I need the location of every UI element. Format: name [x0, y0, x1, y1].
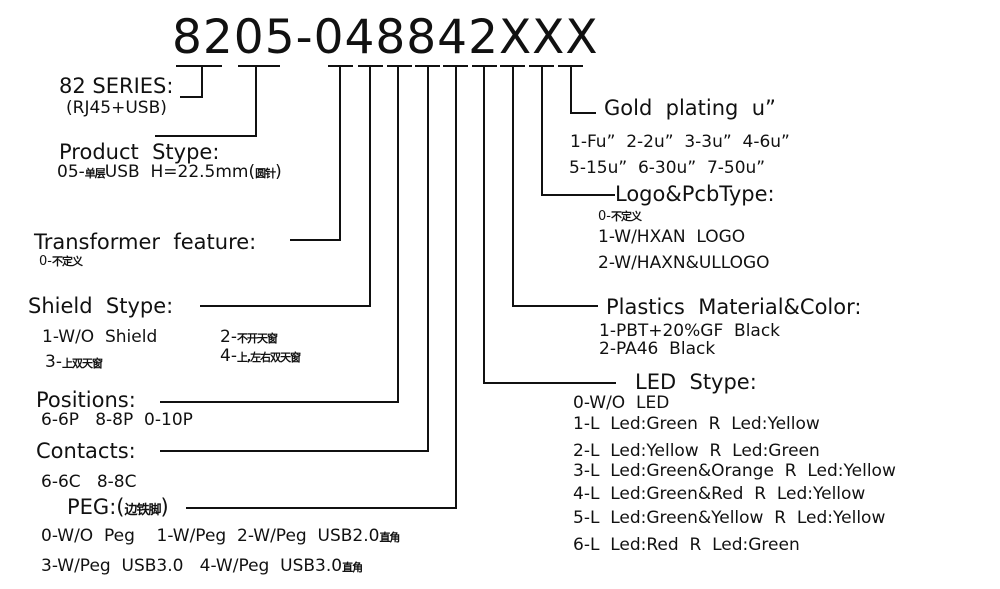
leader-plastics [512, 66, 598, 307]
peg-title-cn: 边铁脚 [124, 503, 161, 518]
shield-title: Shield Stype: [28, 294, 174, 318]
product-type-suffix: ) [275, 162, 282, 182]
logo-pcb-opt0: 0-不定义 [598, 209, 642, 224]
led-title: LED Stype: [635, 370, 757, 394]
transformer-value: 0-不定义 [39, 254, 83, 269]
transformer-cn: 不定义 [51, 255, 83, 268]
logo-pcb-title: Logo&PcbType: [615, 182, 775, 206]
led-option: 1-L Led:Green R Led:Yellow [573, 414, 820, 434]
contacts-title: Contacts: [36, 439, 136, 463]
peg-title-prefix: PEG:( [67, 495, 125, 519]
led-option: 0-W/O LED [573, 393, 670, 413]
positions-title: Positions: [36, 388, 136, 412]
part-number: 8205-048842XXX [172, 10, 599, 65]
leader-led [483, 66, 616, 384]
contacts-values: 6-6C 8-8C [41, 472, 137, 492]
peg-line2: 3-W/Peg USB3.0 4-W/Peg USB3.0直角 [41, 556, 363, 576]
shield-opt4: 4-上,左右双天窗 [220, 346, 301, 366]
shield-opt4-prefix: 4- [220, 346, 237, 366]
positions-values: 6-6P 8-8P 0-10P [41, 410, 193, 430]
product-type-title: Product Stype: [59, 140, 220, 164]
led-option: 4-L Led:Green&Red R Led:Yellow [573, 484, 866, 504]
peg-line1-text: 0-W/O Peg 1-W/Peg 2-W/Peg USB2.0 [41, 526, 380, 546]
peg-title: PEG:(边铁脚) [67, 497, 169, 518]
peg-line2-text: 3-W/Peg USB3.0 4-W/Peg USB3.0 [41, 556, 343, 576]
led-option: 6-L Led:Red R Led:Green [573, 535, 800, 555]
shield-opt2-cn: 不开天窗 [236, 332, 278, 345]
shield-opt3-prefix: 3- [45, 352, 62, 372]
gold-plating-line1: 1-Fu” 2-2u” 3-3u” 4-6u” [570, 132, 790, 152]
leader-gold-plating [570, 66, 596, 114]
shield-opt1: 1-W/O Shield [42, 327, 158, 347]
leader-contacts [160, 66, 429, 452]
shield-opt3-cn: 上双天窗 [61, 357, 103, 370]
peg-line2-cn: 直角 [342, 561, 363, 574]
product-type-cn1: 单层 [84, 167, 106, 180]
shield-opt2: 2-不开天窗 [220, 327, 278, 347]
logo-pcb-opt0-prefix: 0- [598, 209, 611, 224]
plastics-title: Plastics Material&Color: [606, 295, 862, 319]
product-type-cn2: 圆针 [255, 167, 276, 180]
series-value: (RJ45+USB) [66, 98, 167, 118]
plastics-opt2: 2-PA46 Black [599, 339, 716, 359]
peg-line1: 0-W/O Peg 1-W/Peg 2-W/Peg USB2.0直角 [41, 526, 400, 546]
plastics-opt1: 1-PBT+20%GF Black [599, 321, 781, 341]
shield-opt2-prefix: 2- [220, 327, 237, 347]
shield-opt3: 3-上双天窗 [45, 352, 103, 372]
leader-transformer [290, 66, 341, 241]
logo-pcb-opt2: 2-W/HAXN&ULLOGO [598, 253, 770, 273]
product-type-prefix: 05- [57, 162, 85, 182]
leader-peg [186, 66, 457, 509]
peg-line1-cn: 直角 [379, 531, 400, 544]
leader-product-type [155, 66, 257, 137]
series-title: 82 SERIES: [59, 74, 174, 98]
logo-pcb-opt0-cn: 不定义 [610, 210, 642, 223]
product-type-mid: USB H=22.5mm( [104, 162, 256, 182]
leader-logo-pcb [541, 66, 615, 196]
leader-positions [160, 66, 399, 403]
logo-pcb-opt1: 1-W/HXAN LOGO [598, 227, 746, 247]
led-option: 5-L Led:Green&Yellow R Led:Yellow [573, 508, 886, 528]
led-option: 2-L Led:Yellow R Led:Green [573, 441, 820, 461]
gold-plating-line2: 5-15u” 6-30u” 7-50u” [569, 158, 766, 178]
gold-plating-title: Gold plating u” [604, 96, 776, 120]
product-type-value: 05-单层USB H=22.5mm(圆针) [57, 164, 282, 181]
shield-opt4-cn: 上,左右双天窗 [236, 351, 301, 364]
led-option: 3-L Led:Green&Orange R Led:Yellow [573, 461, 896, 481]
transformer-prefix: 0- [39, 254, 52, 269]
peg-title-suffix: ) [160, 495, 169, 519]
transformer-title: Transformer feature: [34, 230, 257, 254]
leader-shield [200, 66, 371, 307]
leader-series [180, 66, 203, 98]
